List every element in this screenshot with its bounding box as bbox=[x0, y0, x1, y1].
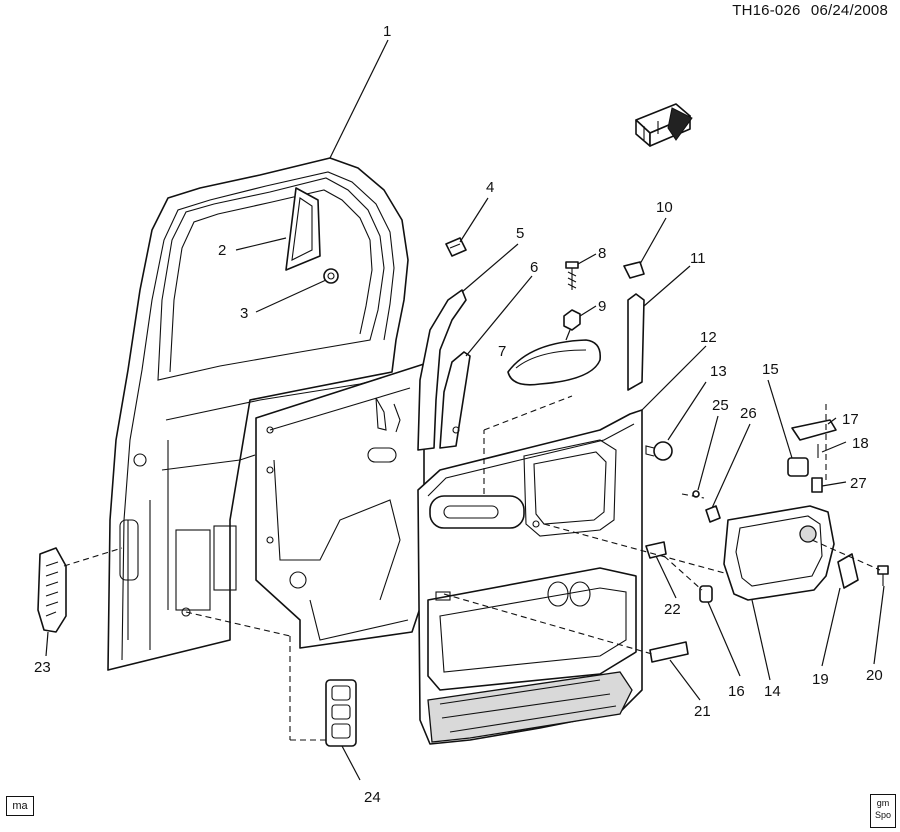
callout-3: 3 bbox=[240, 305, 248, 322]
front-arrow-icon bbox=[635, 103, 693, 147]
callout-7: 7 bbox=[498, 343, 506, 360]
lock-switch bbox=[787, 457, 809, 477]
grommet bbox=[323, 268, 339, 284]
door-shell bbox=[107, 157, 409, 671]
callout-13: 13 bbox=[710, 363, 727, 380]
callout-14: 14 bbox=[764, 683, 781, 700]
cover-plate bbox=[837, 553, 859, 589]
lower-clip bbox=[645, 541, 667, 559]
callout-4: 4 bbox=[486, 179, 494, 196]
callout-6: 6 bbox=[530, 259, 538, 276]
ma-badge-text: ma bbox=[12, 800, 28, 812]
callout-18: 18 bbox=[852, 435, 869, 452]
callout-26: 26 bbox=[740, 405, 757, 422]
callout-21: 21 bbox=[694, 703, 711, 720]
callout-8: 8 bbox=[598, 245, 606, 262]
speaker-grille bbox=[37, 547, 67, 633]
trim-finisher bbox=[627, 293, 645, 391]
switch-bezel bbox=[723, 505, 835, 601]
reflector-strip bbox=[649, 641, 689, 663]
callout-24: 24 bbox=[364, 789, 381, 806]
diagram-header: TH16-026 06/24/2008 bbox=[726, 2, 888, 19]
door-trim-panel bbox=[417, 409, 643, 745]
belt-seal bbox=[417, 289, 471, 451]
bulb-socket bbox=[699, 585, 713, 603]
retainer-clip bbox=[623, 261, 645, 279]
callout-9: 9 bbox=[598, 298, 606, 315]
callout-5: 5 bbox=[516, 225, 524, 242]
bezel-screw bbox=[877, 565, 889, 586]
small-clip bbox=[692, 490, 721, 523]
callout-2: 2 bbox=[218, 242, 226, 259]
diagram-id: TH16-026 bbox=[732, 2, 801, 19]
switch-cover bbox=[791, 419, 837, 441]
push-pin bbox=[645, 441, 673, 461]
ma-badge: ma bbox=[6, 796, 34, 816]
callout-17: 17 bbox=[842, 411, 859, 428]
callout-20: 20 bbox=[866, 667, 883, 684]
callout-10: 10 bbox=[656, 199, 673, 216]
callout-16: 16 bbox=[728, 683, 745, 700]
callout-15: 15 bbox=[762, 361, 779, 378]
trim-clip bbox=[445, 237, 467, 257]
callout-23: 23 bbox=[34, 659, 51, 676]
nut bbox=[563, 309, 581, 331]
callout-11: 11 bbox=[690, 250, 706, 267]
leader-lines bbox=[45, 39, 885, 781]
pull-handle bbox=[507, 339, 602, 386]
callout-12: 12 bbox=[700, 329, 717, 346]
water-deflector bbox=[255, 363, 425, 649]
callout-1: 1 bbox=[383, 23, 391, 40]
callout-22: 22 bbox=[664, 601, 681, 618]
callout-25: 25 bbox=[712, 397, 729, 414]
spo-logo-text: Spo bbox=[874, 810, 891, 820]
callout-numbers: 1 2 3 4 5 6 7 8 9 10 11 12 13 14 15 16 1… bbox=[34, 23, 883, 806]
gm-logo-text: gm bbox=[876, 798, 890, 808]
connector bbox=[811, 477, 823, 493]
callout-19: 19 bbox=[812, 671, 829, 688]
callout-27: 27 bbox=[850, 475, 867, 492]
mirror-patch bbox=[285, 187, 321, 271]
window-switch-panel bbox=[325, 679, 357, 747]
diagram-date: 06/24/2008 bbox=[810, 2, 888, 19]
screw bbox=[565, 261, 579, 290]
gm-spo-logo: gm Spo bbox=[870, 794, 896, 828]
